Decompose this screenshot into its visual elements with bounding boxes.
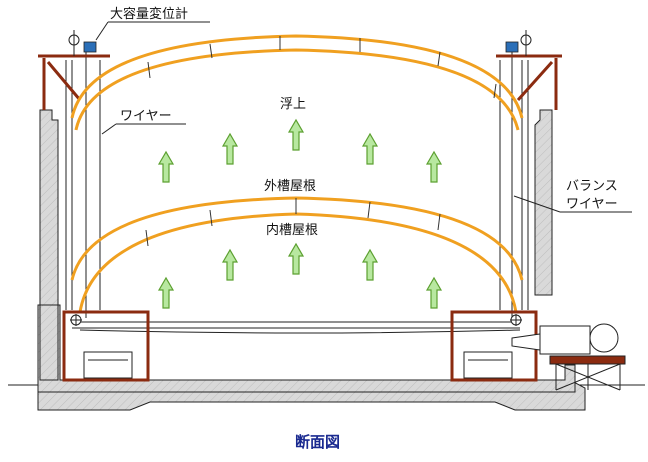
right-equipment-box bbox=[463, 351, 513, 379]
displacement-meter-icon bbox=[68, 30, 97, 56]
tank-floor bbox=[37, 304, 576, 393]
inner-roof-ribs bbox=[145, 198, 441, 247]
float-arrow-icon bbox=[361, 248, 379, 281]
inner-roof-label: 内槽屋根 bbox=[266, 222, 318, 238]
outer-roof-ribs bbox=[147, 36, 497, 99]
blower-icon bbox=[511, 323, 619, 355]
balance-wire-leader-line bbox=[513, 195, 561, 213]
float-arrow-icon bbox=[287, 118, 305, 151]
float-arrow-icon bbox=[157, 150, 175, 183]
pulley-icon bbox=[510, 314, 522, 326]
pulley-icon bbox=[70, 314, 82, 326]
float-arrow-icon bbox=[221, 248, 239, 281]
float-arrow-icon bbox=[287, 242, 305, 275]
float-label: 浮上 bbox=[280, 97, 306, 112]
balance-wire-label-line2: ワイヤー bbox=[566, 197, 618, 212]
displacement-meter-icon bbox=[505, 30, 532, 56]
meter-leader-line bbox=[95, 21, 109, 41]
right-outer-wall bbox=[534, 109, 553, 296]
left-outer-wall bbox=[39, 109, 59, 306]
left-equipment-box bbox=[83, 351, 133, 379]
left-top-frame bbox=[38, 54, 110, 110]
float-arrow-icon bbox=[361, 132, 379, 165]
blower-stand bbox=[549, 355, 626, 391]
float-arrow-icon bbox=[221, 132, 239, 165]
left-wall-step bbox=[39, 304, 59, 381]
outer-roof bbox=[70, 34, 524, 131]
outer-roof-label: 外槽屋根 bbox=[264, 179, 316, 194]
float-arrow-icon bbox=[425, 150, 443, 183]
diagram-caption: 断面図 bbox=[295, 433, 340, 451]
float-arrow-icon bbox=[157, 276, 175, 309]
float-arrow-icon bbox=[425, 276, 443, 309]
balance-wire-label-line1: バランス bbox=[566, 179, 618, 194]
right-top-frame bbox=[496, 54, 562, 110]
meter-label: 大容量変位計 bbox=[110, 6, 188, 22]
wire-leader-line bbox=[101, 123, 117, 135]
left-lower-frame bbox=[62, 310, 150, 382]
wire-label: ワイヤー bbox=[120, 109, 172, 124]
